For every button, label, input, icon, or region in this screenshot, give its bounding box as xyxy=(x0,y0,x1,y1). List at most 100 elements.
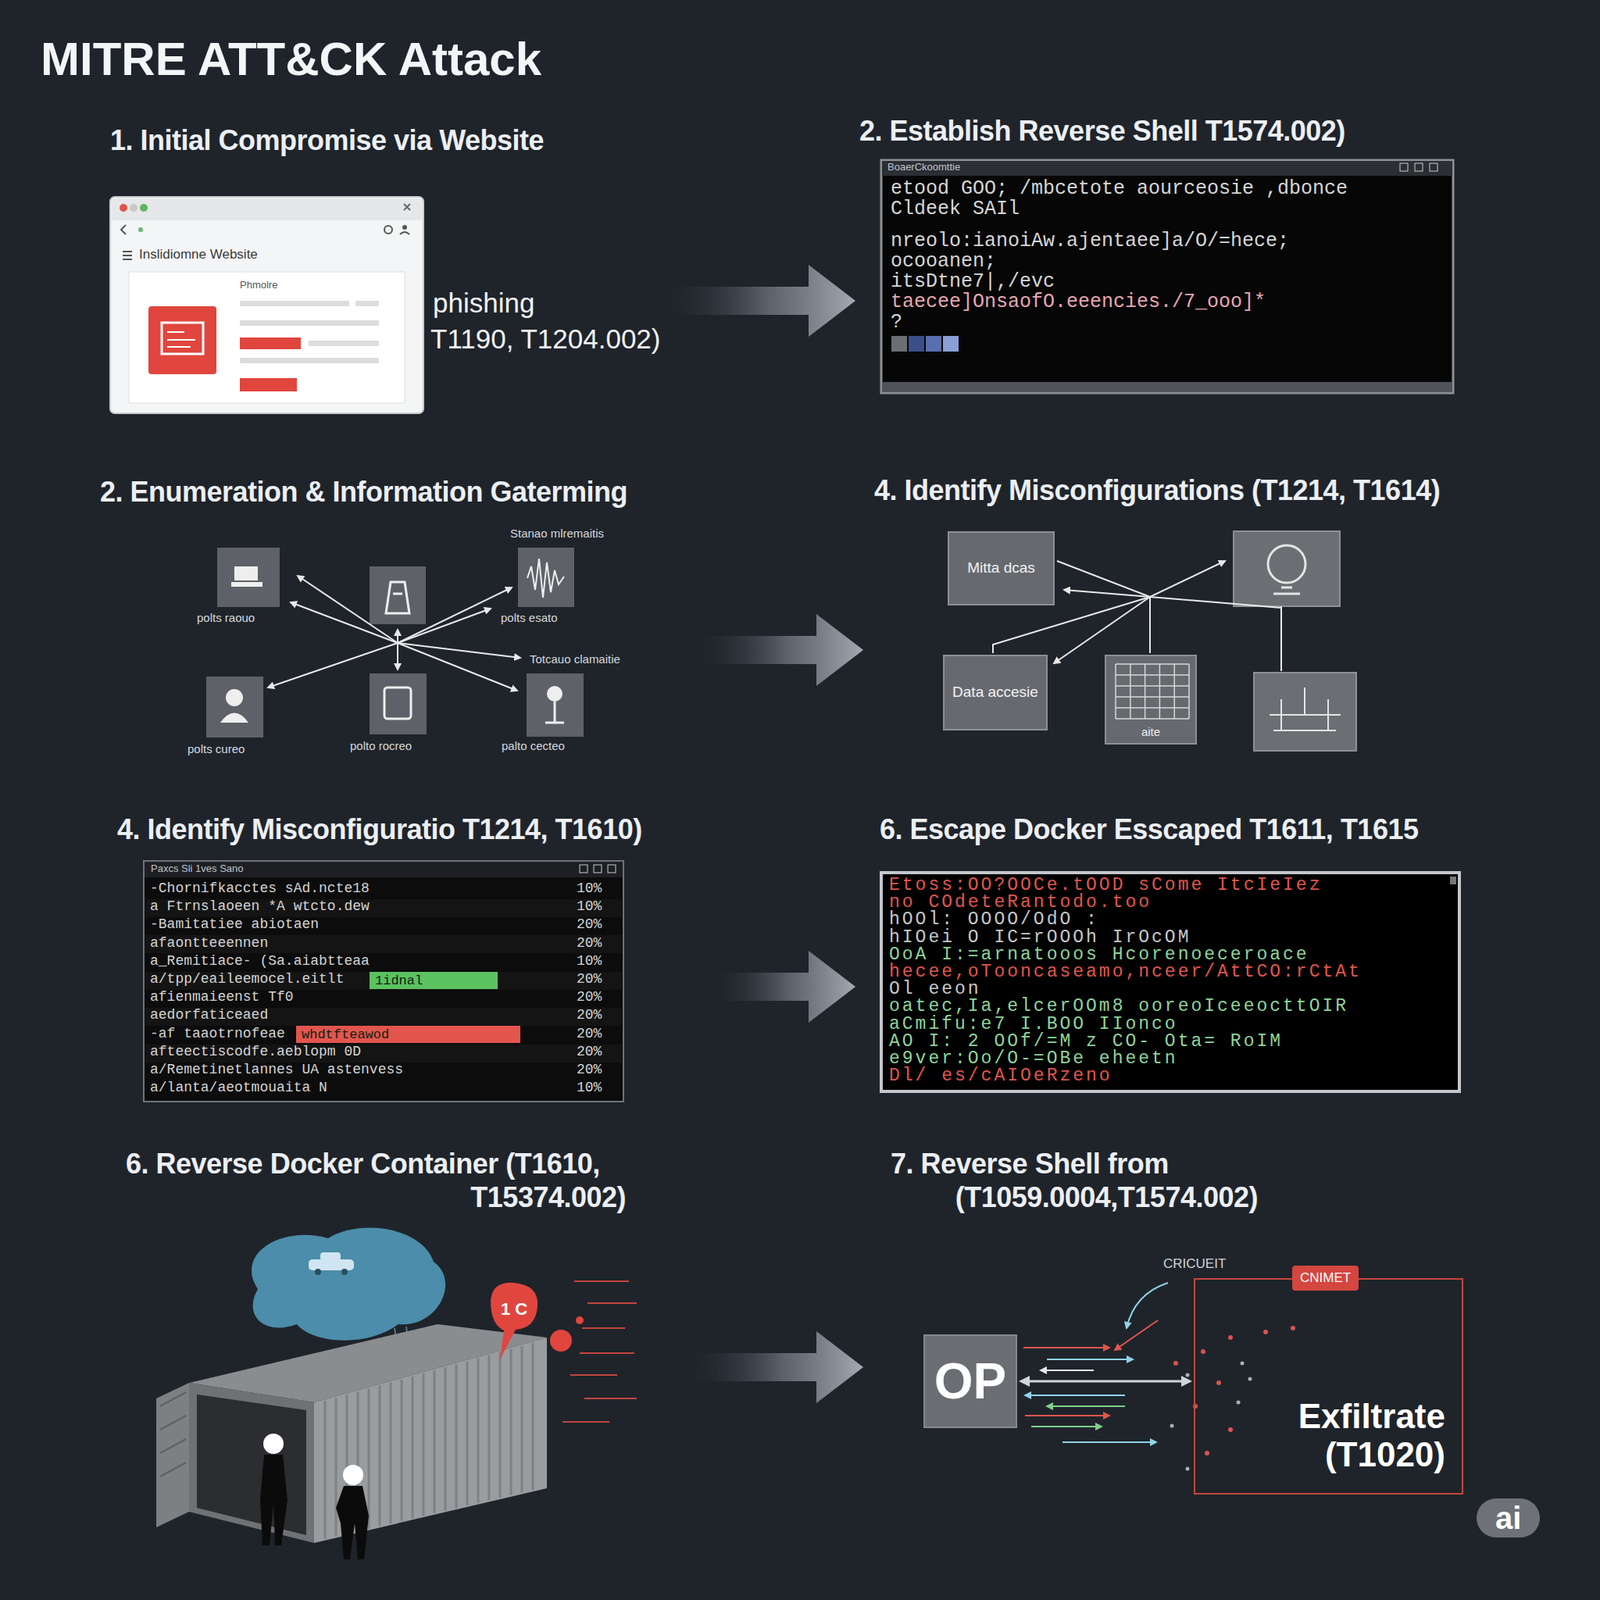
network-graph xyxy=(385,582,410,614)
bubble-text: 1 C xyxy=(500,1299,528,1319)
browser-window xyxy=(110,196,424,414)
container-illustration xyxy=(582,1327,625,1329)
node-caption: Totcauo clamaitie xyxy=(529,652,621,666)
misconfiguration-map xyxy=(1064,589,1150,597)
technique-label: T1190, T1204.002) xyxy=(430,323,661,355)
grid-icon xyxy=(1115,674,1190,676)
exfiltration-illustration xyxy=(1023,1282,1296,1472)
browser-window xyxy=(110,196,424,414)
browser-window xyxy=(121,225,126,235)
terminal-line: 10% xyxy=(576,1080,602,1097)
container-rib xyxy=(433,1370,436,1514)
terminal-line: aCmifu:e7 I.BOO IIonco xyxy=(889,1015,1179,1034)
box-label: Exfiltrate (T1020) xyxy=(1242,1396,1446,1475)
scanner-window xyxy=(296,1025,521,1043)
node-caption: polts raouo xyxy=(196,610,255,625)
misconfiguration-map xyxy=(1053,596,1150,664)
terminal-line: -Bamitatiee abiotaen xyxy=(150,917,319,933)
container-rib xyxy=(510,1349,513,1496)
terminal-line: hOOl: OOOO/OdO : xyxy=(889,910,1100,929)
misconfiguration-map xyxy=(1150,560,1225,597)
diagram-title: MITRE ATT&CK Attack xyxy=(40,31,542,88)
flow-arrow xyxy=(707,950,856,1023)
network-graph xyxy=(267,575,521,691)
scanner-window xyxy=(145,1044,622,1063)
terminal-line: taecee]OnsaofO.eeencies./7_ooo]* xyxy=(890,292,1266,312)
network-graph xyxy=(220,713,249,724)
node-caption: polts cureo xyxy=(187,742,245,756)
container-rib xyxy=(411,1376,415,1518)
exfiltration-illustration xyxy=(1248,1377,1253,1382)
grid-icon xyxy=(1115,717,1190,720)
browser-window xyxy=(128,271,405,404)
exfiltration-illustration xyxy=(1200,1349,1206,1354)
container-illustration xyxy=(263,1433,284,1454)
container-rib xyxy=(444,1367,447,1511)
terminal-line: Cldeek SAIl xyxy=(890,199,1020,219)
arrowhead xyxy=(1181,1375,1193,1387)
flow-arrow xyxy=(683,1331,864,1404)
grid-icon xyxy=(1115,685,1190,687)
terminal-line: -Chornifkacctes sAd.ncte18 xyxy=(150,881,370,897)
scanner-window xyxy=(143,860,624,1102)
step-heading: 4. Identify Misconfigurations (T1214, T1… xyxy=(874,473,1440,508)
box-label: Data accesie xyxy=(952,683,1039,702)
scanner-window xyxy=(143,860,624,1102)
exfiltration-illustration xyxy=(1114,1320,1158,1350)
exfiltration-illustration xyxy=(1290,1325,1296,1331)
terminal-window xyxy=(881,160,1454,393)
grid-icon xyxy=(1159,664,1161,719)
grid-icon xyxy=(1188,664,1190,719)
container-rib xyxy=(488,1355,491,1501)
scanner-window xyxy=(144,861,623,878)
grid-icon xyxy=(1173,664,1175,719)
container-illustration xyxy=(579,1352,635,1354)
browser-window xyxy=(308,340,379,347)
misconfiguration-map xyxy=(1269,687,1341,731)
step-heading: 6. Reverse Docker Container (T1610, T153… xyxy=(125,1146,626,1215)
terminal-line: Dl/ es/cAIOeRzeno xyxy=(889,1067,1113,1086)
container-illustration xyxy=(308,1259,354,1271)
exfiltration-illustration xyxy=(1173,1360,1179,1366)
window-title: Paxcs Sli 1ves Sano xyxy=(150,863,244,875)
network-graph xyxy=(297,575,398,643)
terminal-line: e9ver:Oo/O-=OBe eheetn xyxy=(889,1050,1179,1068)
network-graph xyxy=(369,673,427,735)
container-illustration xyxy=(189,1382,315,1543)
terminal-line: afteectiscodfe.aeblopm 0D xyxy=(150,1044,361,1061)
step-heading: 7. Reverse Shell from (T1059.0004,T1574.… xyxy=(890,1146,1258,1215)
flow-arrow xyxy=(707,950,856,1023)
container-illustration xyxy=(160,1392,186,1477)
container-illustration xyxy=(260,1454,288,1546)
scanner-window xyxy=(145,899,622,918)
status-bar-text: whdtfteawod xyxy=(301,1027,390,1043)
network-graph xyxy=(290,602,398,643)
scanner-window xyxy=(593,864,602,873)
callout-label: CRICUEIT xyxy=(1163,1256,1226,1272)
browser-text: Phmolre xyxy=(239,279,278,292)
container-illustration xyxy=(341,1268,348,1275)
terminal-line: AO I: 2 OOf/=M z CO- Ota= RoIM xyxy=(889,1032,1283,1051)
container-illustration xyxy=(587,1302,637,1304)
network-graph xyxy=(396,629,399,643)
grid-icon xyxy=(1114,664,1117,719)
network-graph xyxy=(397,608,491,643)
container-rib xyxy=(532,1342,535,1490)
step-panel: 6. Reverse Docker Container (T1610, T153… xyxy=(109,1140,684,1567)
exfiltration-illustration xyxy=(1025,1414,1110,1417)
watermark: ai xyxy=(1476,1498,1540,1538)
terminal-line: 20% xyxy=(576,971,602,988)
process-box: Mitta dcas xyxy=(947,531,1055,606)
terminal-line: afaontteeennen xyxy=(150,935,268,952)
browser-window xyxy=(402,225,408,230)
browser-text: Inslidiomne Website xyxy=(139,246,258,263)
terminal-line: ? xyxy=(890,312,903,333)
container-rib xyxy=(466,1360,469,1506)
terminal-line: ocooanen; xyxy=(890,251,997,272)
container-rib xyxy=(422,1373,425,1516)
container-illustration xyxy=(251,1228,446,1341)
browser-window xyxy=(148,306,217,375)
exfiltration-illustration xyxy=(1185,1467,1190,1472)
network-graph xyxy=(267,642,398,688)
